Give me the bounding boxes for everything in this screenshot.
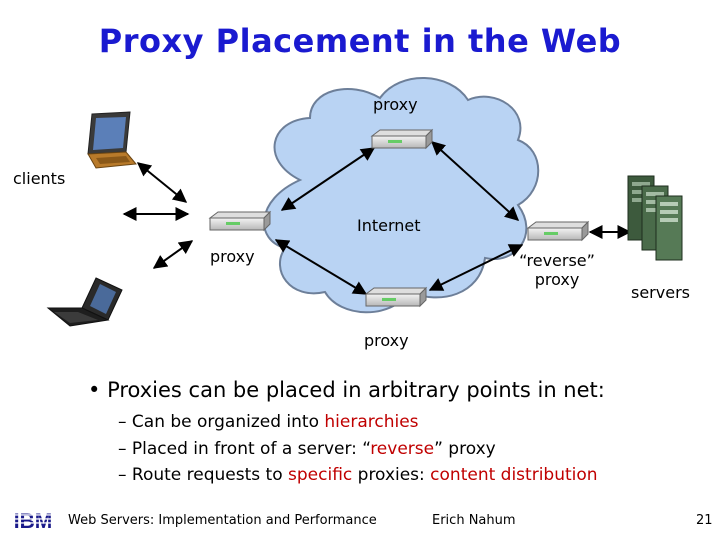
highlight-text: reverse bbox=[370, 439, 435, 459]
page-number: 21 bbox=[696, 513, 713, 528]
sub-bullet-text: proxies: bbox=[352, 465, 431, 485]
laptop-icon bbox=[87, 111, 137, 169]
bullet-main-text: Proxies can be placed in arbitrary point… bbox=[107, 378, 605, 402]
highlight-text: content distribution bbox=[430, 465, 598, 485]
reverse-proxy-label-line1: “reverse” bbox=[519, 251, 595, 270]
router-icon bbox=[370, 128, 434, 150]
footer-course: Web Servers: Implementation and Performa… bbox=[68, 513, 377, 528]
proxy-diagram bbox=[46, 77, 683, 327]
clients-label: clients bbox=[13, 169, 66, 188]
connection-arrows bbox=[122, 141, 632, 295]
highlight-text: hierarchies bbox=[324, 412, 419, 432]
sub-bullet-2: – Placed in front of a server: “reverse”… bbox=[118, 439, 496, 459]
internet-label: Internet bbox=[357, 216, 421, 235]
laptop-icon bbox=[46, 277, 123, 327]
dash: – bbox=[118, 412, 132, 432]
reverse-proxy-label-line2: proxy bbox=[534, 270, 580, 289]
sub-bullet-text: Can be organized into bbox=[131, 412, 325, 432]
footer-author: Erich Nahum bbox=[432, 513, 516, 528]
sub-bullet-text: Placed in front of a server: “ bbox=[131, 439, 371, 459]
proxy-label-left: proxy bbox=[210, 247, 255, 266]
ibm-logo-text: IBM bbox=[14, 510, 53, 532]
proxy-label-bottom: proxy bbox=[364, 331, 409, 350]
servers-label: servers bbox=[631, 283, 690, 302]
dash: – bbox=[118, 439, 132, 459]
sub-bullet-text: Route requests to bbox=[131, 465, 289, 485]
ibm-logo: IBM bbox=[6, 510, 60, 532]
sub-bullet-3: – Route requests to specific proxies: co… bbox=[118, 465, 598, 485]
proxy-label-top: proxy bbox=[373, 95, 418, 114]
router-icon bbox=[526, 220, 590, 242]
bullet-main: • Proxies can be placed in arbitrary poi… bbox=[88, 378, 605, 402]
highlight-text: specific bbox=[288, 465, 353, 485]
sub-bullet-1: – Can be organized into hierarchies bbox=[118, 412, 419, 432]
slide-title: Proxy Placement in the Web bbox=[98, 22, 622, 60]
router-icon bbox=[208, 210, 272, 232]
server-rack-icon bbox=[627, 175, 683, 261]
dash: – bbox=[118, 465, 132, 485]
sub-bullet-text: ” proxy bbox=[434, 439, 496, 459]
reverse-proxy-label: “reverse” proxy bbox=[517, 251, 597, 289]
bullet-dot: • bbox=[88, 378, 108, 402]
router-icon bbox=[364, 286, 428, 308]
